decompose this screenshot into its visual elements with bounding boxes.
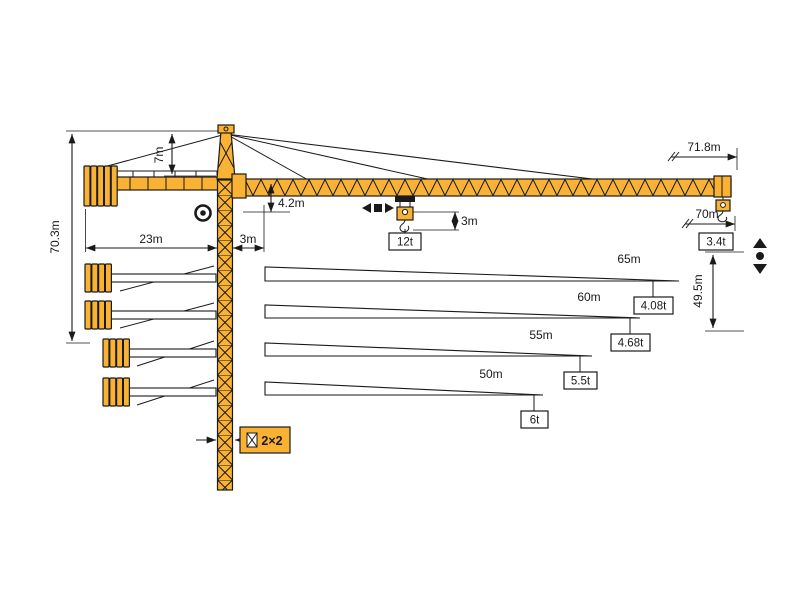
counterweight-block (83, 165, 118, 207)
counterweight-option-3 (102, 338, 217, 368)
dim-max-working-radius: 70m (681, 207, 736, 231)
tip-load-badge: 3.4t (698, 232, 734, 251)
rear-offset-label: 3m (240, 232, 257, 246)
jib-variant-length: 50m (479, 367, 502, 381)
jib-variant-capacity: 4.68t (618, 338, 644, 350)
jib-variant-capacity: 4.08t (641, 301, 667, 313)
jib-variant-55m: 55m 5.5t (264, 328, 598, 390)
hook-block-height-label: 3m (461, 214, 478, 228)
dim-rear-offset: 3m (233, 205, 265, 252)
jib-variant-capacity: 5.5t (571, 376, 591, 388)
trolley-hook-assembly (395, 196, 415, 233)
counterweight-option-4 (102, 377, 217, 407)
jib-depth-label: 4.2m (278, 196, 305, 210)
mast-section-badge: 2×2 (196, 426, 291, 454)
main-jib (231, 173, 732, 199)
dim-tower-head-height: 7m (152, 134, 216, 177)
tower-mast (216, 179, 234, 491)
counter-jib-radius-label: 23m (139, 232, 162, 246)
jib-variant-65m: 65m 4.08t (264, 252, 680, 315)
jib-tip-length-label: 71.8m (687, 140, 720, 154)
max-load-label: 12t (397, 237, 414, 249)
jib-variant-capacity: 6t (530, 415, 540, 427)
counterweight-option-1 (84, 263, 217, 293)
jib-variant-length: 65m (617, 252, 640, 266)
slewing-icon (194, 204, 212, 222)
trolley-direction-icon (362, 203, 394, 213)
tower-head (216, 124, 236, 180)
jib-variant-length: 60m (577, 290, 600, 304)
tower-head-height-label: 7m (152, 147, 166, 164)
hook-height-label: 49.5m (691, 274, 705, 307)
jib-root (231, 173, 247, 199)
max-load-badge: 12t (388, 229, 422, 251)
dim-counter-jib-radius: 23m (85, 209, 217, 252)
dim-jib-depth: 4.2m (243, 184, 305, 213)
counterweight-option-2 (84, 300, 217, 330)
jib-variant-length: 55m (529, 328, 552, 342)
jib-variant-50m: 50m 6t (264, 367, 549, 429)
dim-jib-tip-length: 71.8m (667, 140, 738, 170)
dim-hook-block-height: 3m (413, 211, 478, 231)
counter-jib (111, 170, 219, 191)
tip-load-label: 3.4t (706, 237, 726, 249)
total-height-label: 70.3m (48, 220, 62, 253)
max-working-radius-label: 70m (695, 207, 718, 221)
dim-hook-height: 49.5m (691, 251, 744, 332)
hoisting-direction-icon (753, 238, 767, 274)
mast-section-label: 2×2 (261, 434, 282, 448)
jib-variant-60m: 60m 4.68t (264, 290, 651, 352)
jib-tip-hook (715, 197, 731, 223)
dim-total-height: 70.3m (48, 130, 222, 344)
